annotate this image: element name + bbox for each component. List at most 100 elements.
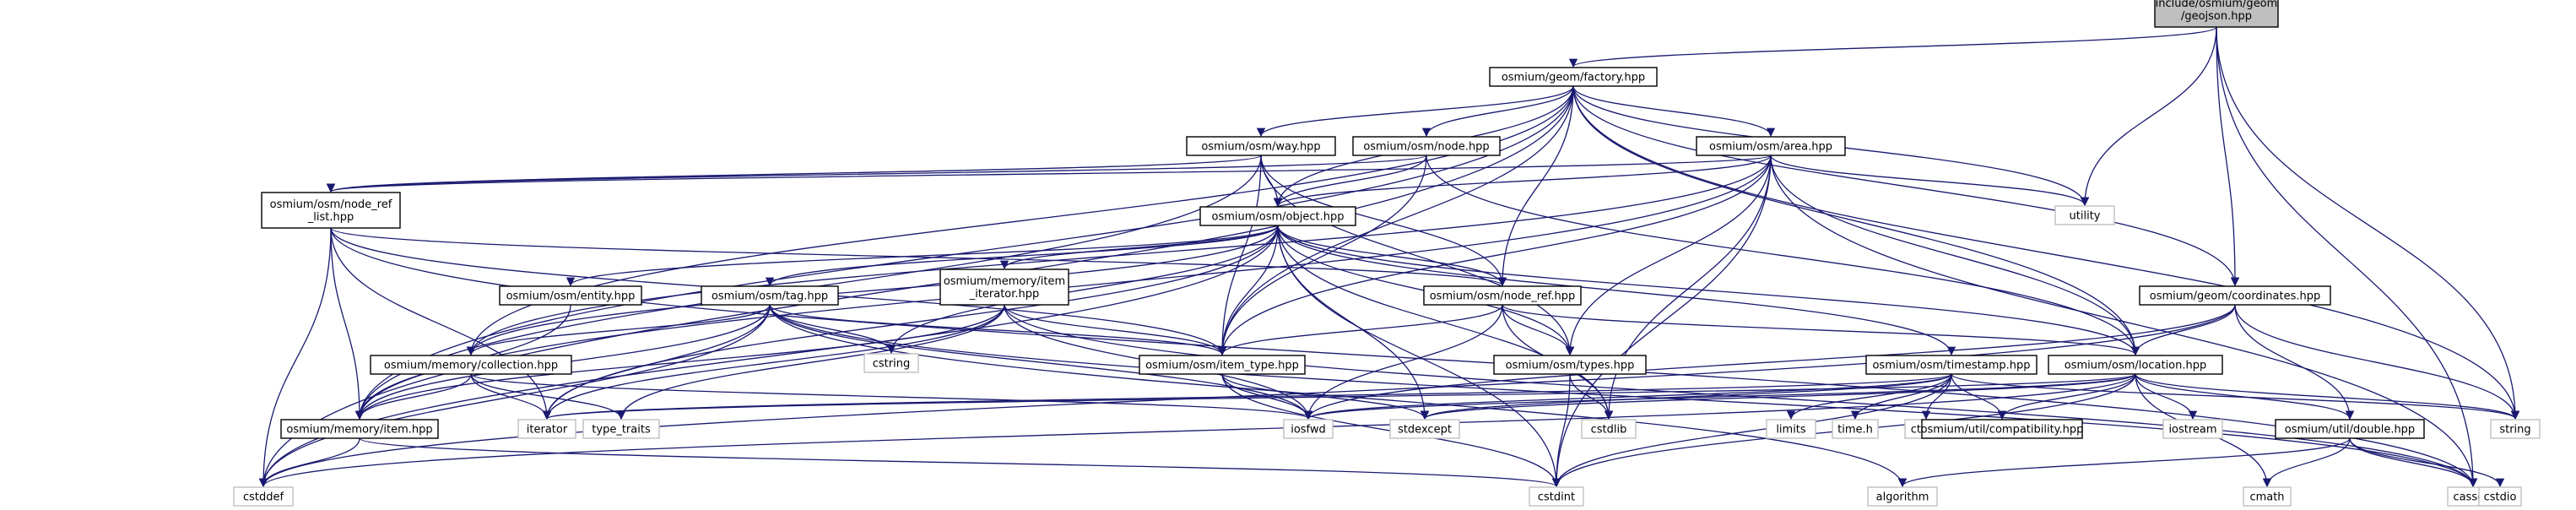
node-area[interactable]: osmium/osm/area.hpp — [1696, 136, 1846, 156]
node-factory[interactable]: osmium/geom/factory.hpp — [1489, 67, 1658, 87]
node-cstdlib: cstdlib — [1581, 419, 1637, 439]
node-label-timestamp-0: osmium/osm/timestamp.hpp — [1872, 360, 2030, 372]
node-timestamp[interactable]: osmium/osm/timestamp.hpp — [1865, 355, 2038, 375]
node-label-iostream-0: iostream — [2168, 424, 2216, 437]
edge-node_ref_list-to-node_ref — [330, 227, 1507, 287]
edge-item_iterator-to-item — [354, 304, 1005, 420]
node-label-cstdio-0: cstdio — [2484, 491, 2517, 504]
node-cstring: cstring — [863, 353, 919, 373]
edge-geojson-to-cassert — [2216, 26, 2478, 488]
edge-factory-to-location — [1572, 85, 2140, 356]
edge-location-to-string — [2135, 373, 2520, 420]
node-entity[interactable]: osmium/osm/entity.hpp — [499, 285, 642, 306]
node-stdexcept: stdexcept — [1389, 419, 1460, 439]
edge-way-to-node_ref_list — [327, 155, 1262, 193]
edge-object-to-entity — [566, 225, 1279, 287]
edge-object-to-item_iterator — [999, 225, 1279, 270]
node-way[interactable]: osmium/osm/way.hpp — [1186, 136, 1336, 156]
edge-item_type-to-cstdint — [1221, 373, 1561, 488]
edge-coordinates-to-cstddef — [259, 304, 2236, 488]
edge-node-to-location — [1426, 155, 2140, 356]
node-label-item-iterator-0: osmium/memory/item — [944, 275, 1065, 288]
edge-node_ref_list-to-cstddef — [258, 227, 332, 488]
node-item-iterator[interactable]: osmium/memory/item_iterator.hpp — [939, 269, 1069, 306]
node-label-cstring-0: cstring — [873, 358, 910, 371]
edge-double-to-cstdio — [2349, 437, 2505, 488]
edge-area-to-location — [1770, 155, 2140, 356]
edge-tag-to-collection — [466, 304, 771, 356]
edge-factory-to-item_type — [1217, 85, 1574, 356]
node-types[interactable]: osmium/osm/types.hpp — [1493, 355, 1647, 375]
node-item[interactable]: osmium/memory/item.hpp — [280, 419, 439, 439]
edge-object-to-timestamp — [1277, 225, 1956, 356]
edge-area-to-types — [1565, 155, 1772, 356]
edge-timestamp-to-time_h — [1850, 373, 1952, 420]
edge-geojson-to-coordinates — [2216, 26, 2240, 287]
node-label-iterator-0: iterator — [527, 424, 568, 437]
edge-area-to-object — [1273, 155, 1772, 208]
edge-coordinates-to-iosfwd — [1303, 304, 2236, 420]
node-coordinates[interactable]: osmium/geom/coordinates.hpp — [2139, 285, 2331, 306]
node-node-ref-list[interactable]: osmium/osm/node_ref_list.hpp — [261, 192, 401, 229]
node-type-traits: type_traits — [582, 419, 660, 439]
edge-area-to-collection — [466, 155, 1772, 356]
node-algorithm: algorithm — [1867, 486, 1938, 507]
node-label-type-traits-0: type_traits — [592, 424, 651, 437]
node-tag[interactable]: osmium/osm/tag.hpp — [701, 285, 839, 306]
node-double[interactable]: osmium/util/double.hpp — [2275, 419, 2425, 439]
edge-coordinates-to-location — [2130, 304, 2236, 356]
node-cstdint: cstdint — [1529, 486, 1584, 507]
edge-location-to-double — [2135, 373, 2355, 420]
node-label-types-0: osmium/osm/types.hpp — [1506, 360, 1635, 372]
node-label-area-0: osmium/osm/area.hpp — [1709, 141, 1832, 154]
node-label-object-0: osmium/osm/object.hpp — [1212, 211, 1345, 224]
edge-tag-to-cstring — [769, 304, 896, 355]
node-node-ref[interactable]: osmium/osm/node_ref.hpp — [1423, 285, 1582, 306]
node-location[interactable]: osmium/osm/location.hpp — [2048, 355, 2223, 375]
edge-tag-to-item_type — [769, 304, 1227, 356]
node-label-coordinates-0: osmium/geom/coordinates.hpp — [2150, 290, 2321, 303]
node-label-node-ref-0: osmium/osm/node_ref.hpp — [1430, 290, 1576, 303]
node-label-node-ref-list-1: _list.hpp — [307, 211, 354, 224]
node-label-cstdint-0: cstdint — [1538, 491, 1575, 504]
node-iterator: iterator — [517, 419, 576, 439]
node-label-time-h-0: time.h — [1837, 424, 1873, 437]
node-compatibility[interactable]: osmium/util/compatibility.hpp — [1921, 419, 2084, 439]
node-node[interactable]: osmium/osm/node.hpp — [1352, 136, 1501, 156]
node-item-type[interactable]: osmium/osm/item_type.hpp — [1139, 355, 1306, 375]
node-geojson[interactable]: include/osmium/geom/geojson.hpp — [2154, 0, 2279, 28]
edge-factory-to-string — [1572, 85, 2520, 420]
node-label-item-type-0: osmium/osm/item_type.hpp — [1145, 360, 1299, 372]
node-label-algorithm-0: algorithm — [1876, 491, 1929, 504]
edge-factory-to-node — [1421, 85, 1574, 138]
node-label-factory-0: osmium/geom/factory.hpp — [1502, 72, 1645, 84]
edge-node_ref-to-types — [1502, 304, 1575, 356]
edge-node_ref-to-location — [1502, 304, 2140, 356]
node-string: string — [2490, 419, 2541, 439]
edge-object-to-node_ref — [1277, 225, 1507, 287]
node-label-cstdlib-0: cstdlib — [1591, 424, 1627, 437]
edge-area-to-cassert — [1770, 155, 2478, 488]
node-label-entity-0: osmium/osm/entity.hpp — [506, 290, 636, 303]
edge-item_iterator-to-item_type — [1004, 304, 1227, 356]
edge-area-to-item_type — [1217, 155, 1772, 356]
edge-node-to-object — [1273, 155, 1427, 208]
node-limits: limits — [1766, 419, 1816, 439]
node-label-double-0: osmium/util/double.hpp — [2285, 424, 2415, 437]
node-label-string-0: string — [2499, 424, 2530, 437]
edge-node-to-item_type — [1217, 155, 1427, 356]
edge-geojson-to-factory — [1569, 26, 2217, 68]
edge-location-to-iostream — [2135, 373, 2198, 420]
edge-way-to-node_ref — [1260, 155, 1507, 287]
node-object[interactable]: osmium/osm/object.hpp — [1199, 206, 1356, 226]
node-label-cmath-0: cmath — [2249, 491, 2284, 504]
node-label-way-0: osmium/osm/way.hpp — [1201, 141, 1320, 154]
edge-tag-to-algorithm — [769, 304, 1908, 488]
node-label-utility-0: utility — [2070, 210, 2101, 223]
edge-area-to-utility — [1770, 155, 2090, 207]
node-collection[interactable]: osmium/memory/collection.hpp — [370, 355, 572, 375]
edge-geojson-to-utility — [2080, 26, 2217, 207]
node-time-h: time.h — [1832, 419, 1879, 439]
edge-object-to-item_type — [1217, 225, 1279, 356]
